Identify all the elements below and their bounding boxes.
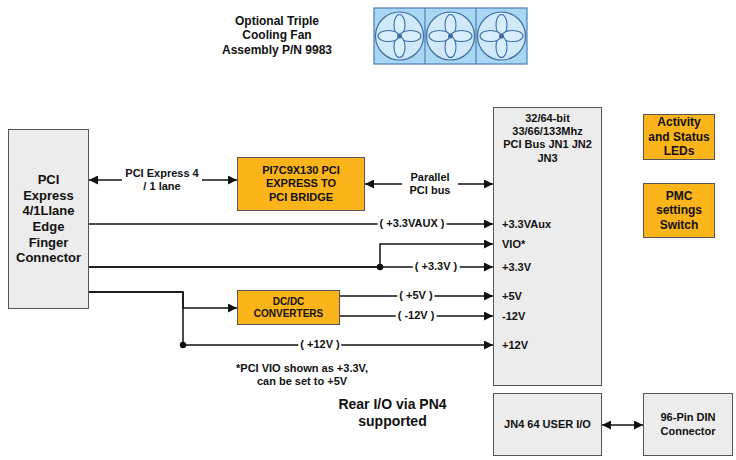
converter-box: DC/DC CONVERTERS xyxy=(237,290,340,325)
fan-divider xyxy=(424,8,425,64)
fan xyxy=(478,12,526,60)
connector-label: Parallel PCI bus xyxy=(402,171,458,197)
signal-name: +3.3VAux xyxy=(502,217,593,231)
box-label: PI7C9X130 PCI EXPRESS TO PCI BRIDGE xyxy=(262,164,340,204)
fan-assembly xyxy=(374,8,527,64)
feature-box: PMC settings Switch xyxy=(643,183,715,238)
bridge-box: PI7C9X130 PCI EXPRESS TO PCI BRIDGE xyxy=(237,157,365,211)
box-label: PMC settings Switch xyxy=(648,189,710,232)
connector-label: ( -12V ) xyxy=(396,309,437,322)
connector xyxy=(602,424,643,426)
junction-dot xyxy=(180,342,186,348)
fan-divider xyxy=(475,8,476,64)
box-label: Activity and Status LEDs xyxy=(648,115,710,158)
signal-name: +5V xyxy=(502,289,593,303)
signal-name: +12V xyxy=(502,338,593,352)
signal-name: VIO* xyxy=(502,237,593,251)
din-connector-box: 96-Pin DIN Connector xyxy=(643,393,733,456)
box-label: JN4 64 USER I/O xyxy=(504,418,591,431)
box-label: PCI Express 4/1Llane Edge Finger Connect… xyxy=(14,172,83,266)
signal-name: -12V xyxy=(502,309,593,323)
fan xyxy=(376,12,424,60)
io-box: JN4 64 USER I/O xyxy=(493,393,602,456)
signal-name: +3.3V xyxy=(502,260,593,274)
connector-label: ( +5V ) xyxy=(397,289,434,302)
connector-label: ( +3.3VAUX ) xyxy=(378,217,447,230)
footnote: *PCI VIO shown as +3.3V, can be set to +… xyxy=(227,362,377,388)
rear-io-note: Rear I/O via PN4 supported xyxy=(330,396,455,430)
box-label: 96-Pin DIN Connector xyxy=(661,411,716,437)
fan-caption: Optional Triple Cooling Fan Assembly P/N… xyxy=(217,14,337,57)
box-label: 32/64-bit 33/66/133Mhz PCI Bus JN1 JN2 J… xyxy=(502,112,593,165)
fan xyxy=(427,12,475,60)
connector-label: PCI Express 4 / 1 lane xyxy=(122,167,202,193)
bus-box: 32/64-bit 33/66/133Mhz PCI Bus JN1 JN2 J… xyxy=(493,107,602,386)
box-label: DC/DC CONVERTERS xyxy=(242,296,335,320)
feature-box: Activity and Status LEDs xyxy=(643,114,715,160)
junction-dot xyxy=(377,264,383,270)
connector-label: ( +12V ) xyxy=(298,338,341,351)
connector xyxy=(89,292,237,308)
connector-label: ( +3.3V ) xyxy=(413,260,460,273)
connector-box: PCI Express 4/1Llane Edge Finger Connect… xyxy=(8,129,89,309)
